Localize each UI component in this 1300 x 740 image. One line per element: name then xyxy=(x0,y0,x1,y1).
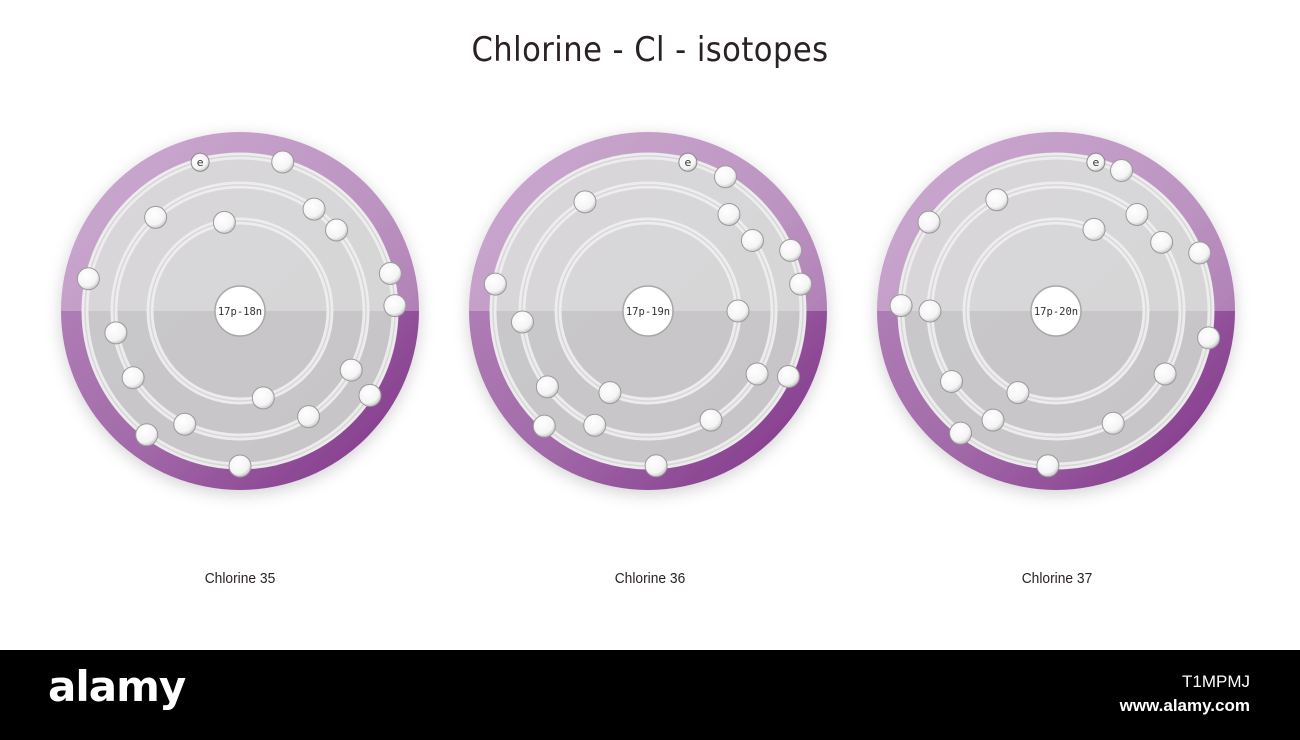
electron xyxy=(1006,381,1030,405)
electron xyxy=(776,365,800,389)
electron xyxy=(981,408,1005,432)
electron xyxy=(383,294,407,318)
nucleus xyxy=(214,285,266,337)
electron xyxy=(339,358,363,382)
caption-isotope-1: Chlorine 35 xyxy=(204,570,276,587)
electron xyxy=(1125,202,1149,226)
footer-bar: alamy T1MPMJ www.alamy.com xyxy=(0,650,1300,740)
electron xyxy=(740,229,764,253)
electron xyxy=(1101,411,1125,435)
electron xyxy=(297,405,321,429)
electron xyxy=(378,262,402,286)
electron xyxy=(918,299,942,323)
electron xyxy=(789,272,813,296)
electron xyxy=(228,454,252,478)
electron xyxy=(573,190,597,214)
nucleus-label: 17p-20n xyxy=(1034,306,1078,318)
electron xyxy=(644,454,668,478)
electron xyxy=(1153,362,1177,386)
electron xyxy=(1036,454,1060,478)
electron xyxy=(302,197,326,221)
electron xyxy=(173,412,197,436)
electron xyxy=(1150,230,1174,254)
electron xyxy=(889,294,913,318)
electron xyxy=(949,421,973,445)
electron xyxy=(76,267,100,291)
electron xyxy=(121,366,145,390)
nucleus-label: 17p-18n xyxy=(218,306,262,318)
nucleus xyxy=(1030,285,1082,337)
nucleus-label: 17p-19n xyxy=(626,306,670,318)
electron-label-marker xyxy=(678,152,698,172)
electron xyxy=(985,188,1009,212)
site-url-link[interactable]: www.alamy.com xyxy=(1119,696,1250,715)
electron xyxy=(510,310,534,334)
atoms-svg: e 17p-18n e 17p-19n e 17p-20n xyxy=(61,132,1235,490)
electron xyxy=(532,414,556,438)
atom-3: e 17p-20n xyxy=(877,132,1235,490)
electron xyxy=(917,210,941,234)
nucleus xyxy=(622,285,674,337)
electron xyxy=(598,381,622,405)
electron xyxy=(717,202,741,226)
electron xyxy=(1188,241,1212,265)
electron-label-marker xyxy=(190,152,210,172)
atom-2: e 17p-19n xyxy=(469,132,827,490)
electron xyxy=(144,205,168,229)
electron xyxy=(1110,159,1134,183)
electron xyxy=(714,165,737,189)
electron xyxy=(535,375,559,399)
electron xyxy=(699,408,723,432)
electron xyxy=(271,150,295,174)
image-id-label: T1MPMJ xyxy=(1182,672,1250,691)
electron xyxy=(325,218,349,242)
electron xyxy=(940,369,964,393)
electron xyxy=(104,321,128,345)
electron-label: e xyxy=(684,156,691,169)
electron-label-marker xyxy=(1086,152,1106,172)
electron xyxy=(135,423,159,447)
electron xyxy=(358,383,382,407)
electron xyxy=(745,362,769,386)
atom-1: e 17p-18n xyxy=(61,132,419,490)
electron xyxy=(1082,217,1106,241)
electron xyxy=(726,299,750,323)
electron xyxy=(1197,326,1221,350)
brand-logo: alamy xyxy=(48,662,186,711)
caption-isotope-3: Chlorine 37 xyxy=(1021,570,1093,587)
electron-label: e xyxy=(1092,156,1099,169)
electron xyxy=(779,238,803,262)
caption-isotope-2: Chlorine 36 xyxy=(614,570,686,587)
electron xyxy=(251,386,275,410)
electron xyxy=(483,272,507,296)
diagram-title: Chlorine - Cl - isotopes xyxy=(471,30,829,70)
electron xyxy=(212,210,236,234)
electron-label: e xyxy=(197,156,204,169)
electron xyxy=(583,413,607,437)
